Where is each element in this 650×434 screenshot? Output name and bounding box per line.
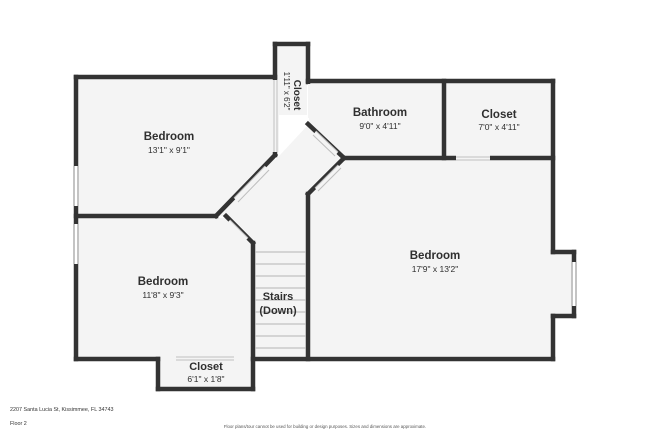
disclaimer-text: Floor plans/tour cannot be used for buil… xyxy=(223,424,427,429)
stair-treads xyxy=(255,251,306,349)
hall-openings xyxy=(227,130,342,241)
room-dims-closet-narrow: 1'11" x 6'2" xyxy=(282,72,291,111)
stairs-label: Stairs xyxy=(263,291,294,303)
room-dims-bedroom-top-left: 13'1" x 9'1" xyxy=(148,145,190,155)
room-name-bathroom: Bathroom xyxy=(353,107,407,119)
stairs-direction: (Down) xyxy=(259,305,297,317)
address-text: 2207 Santa Lucia St, Kissimmee, FL 34743 xyxy=(10,407,114,413)
room-labels: Bedroom 13'1" x 9'1" Closet 1'11" x 6'2"… xyxy=(138,72,520,384)
walls xyxy=(73,41,577,392)
room-dims-bedroom-bottom-left: 11'8" x 9'3" xyxy=(142,290,183,300)
room-name-bedroom-right: Bedroom xyxy=(410,250,460,262)
room-name-closet-right: Closet xyxy=(481,109,516,121)
room-name-bedroom-bottom-left: Bedroom xyxy=(138,276,188,288)
room-name-closet-bottom: Closet xyxy=(189,361,223,373)
room-dims-bedroom-right: 17'9" x 13'2" xyxy=(412,264,459,274)
door-lines xyxy=(176,80,490,361)
windows xyxy=(73,166,577,306)
room-dims-closet-right: 7'0" x 4'11" xyxy=(478,122,519,132)
room-name-bedroom-top-left: Bedroom xyxy=(144,131,194,143)
room-dims-closet-bottom: 6'1" x 1'8" xyxy=(187,374,224,384)
room-name-closet-narrow: Closet xyxy=(291,80,302,111)
floor-label: Floor 2 xyxy=(10,421,27,427)
door-openings xyxy=(176,80,490,362)
room-dims-bathroom: 9'0" x 4'11" xyxy=(359,121,400,131)
